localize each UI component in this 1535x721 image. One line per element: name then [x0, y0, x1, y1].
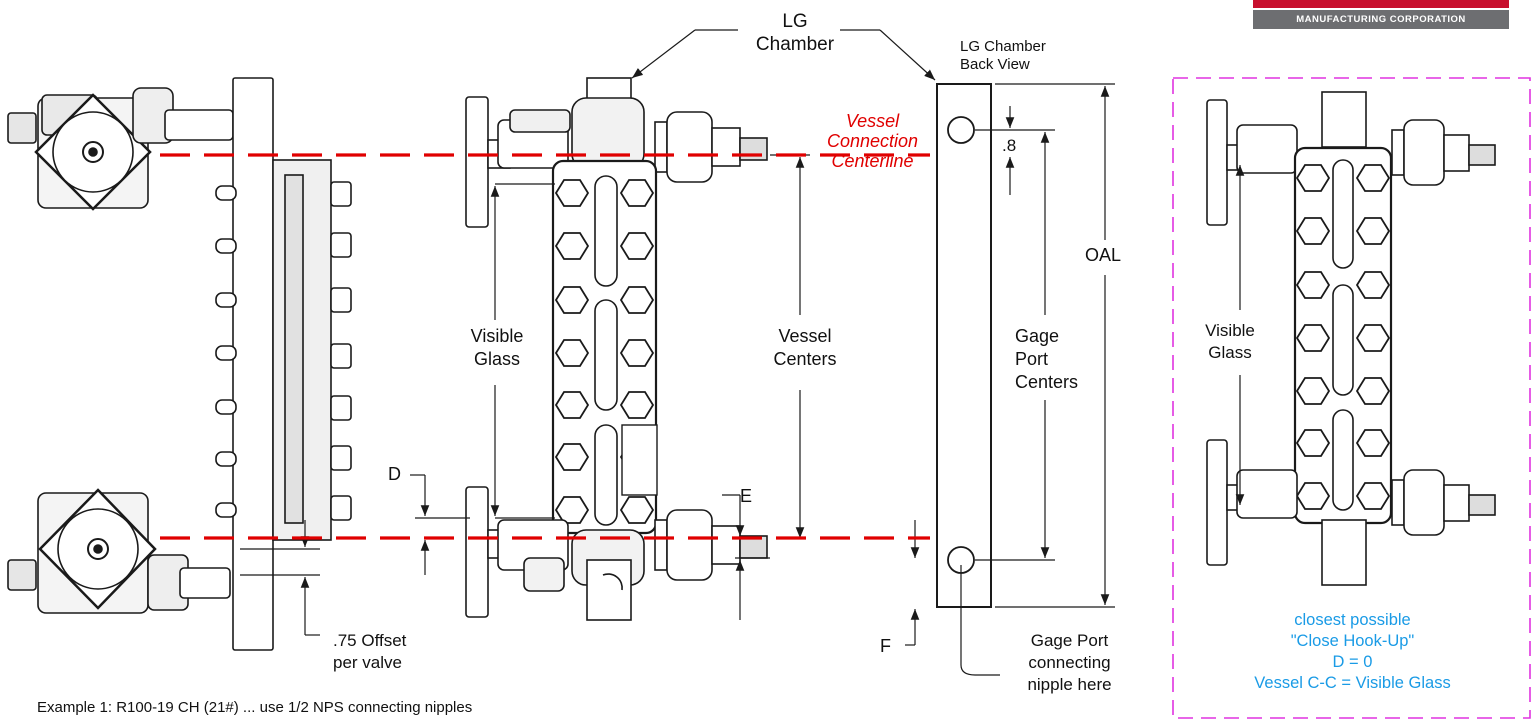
close-hookup-box [1172, 77, 1531, 719]
close-hookup-view [1206, 91, 1496, 586]
back-view [936, 83, 992, 608]
bolt-col-left [554, 179, 590, 524]
label-visible-glass-close: Visible Glass [1205, 321, 1255, 362]
label-dim-e: E [740, 486, 753, 506]
brand-tagline: MANUFACTURING CORPORATION [1253, 10, 1509, 29]
bottom-valve [7, 488, 231, 614]
label-visible-glass: Visible Glass [470, 326, 524, 369]
label-gage-port-centers: Gage Port Centers [1015, 326, 1079, 392]
side-view [7, 77, 352, 651]
label-dim-f: F [880, 636, 891, 656]
label-dim-d: D [388, 464, 401, 484]
label-gage-port-nipple: Gage Port connecting nipple here [1027, 631, 1112, 694]
back-dimensions [905, 83, 1115, 676]
label-vessel-centers: Vessel Centers [773, 326, 837, 369]
brand-logo-mark [1253, 0, 1509, 8]
offset-dimension [240, 520, 320, 636]
vessel-centerlines [160, 153, 930, 540]
front-view [465, 77, 768, 621]
label-dim-08: .8 [1002, 136, 1017, 155]
label-offset-per-valve: .75 Offset per valve [333, 631, 407, 672]
label-lg-chamber-back-view: LG Chamber Back View [960, 38, 1046, 73]
label-vessel-connection-centerline: Vessel Connection Centerline [826, 111, 919, 171]
top-valve [7, 87, 234, 211]
close-hookup-note: closest possible "Close Hook-Up" D = 0 V… [1254, 611, 1451, 692]
brand-logo: MANUFACTURING CORPORATION [1253, 0, 1509, 31]
label-oal: OAL [1085, 245, 1122, 265]
label-lg-chamber: LG Chamber [755, 11, 835, 55]
example-caption: Example 1: R100-19 CH (21#) ... use 1/2 … [37, 699, 473, 716]
